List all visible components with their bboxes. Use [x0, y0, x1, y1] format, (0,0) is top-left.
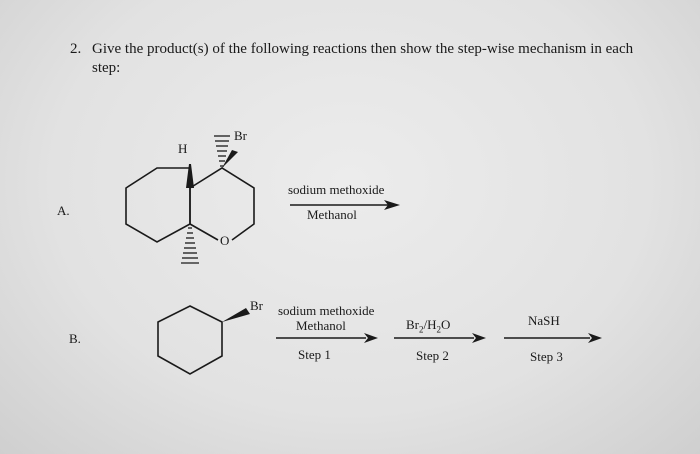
part-b-label: B. [69, 331, 81, 346]
step2-sub2: 2 [436, 324, 442, 335]
ring-o-bond [189, 223, 219, 241]
atom-br-b: Br [250, 298, 263, 313]
br-wedge [222, 150, 238, 168]
step2-sub1: 2 [419, 324, 424, 335]
step2-br: Br [406, 317, 419, 332]
step2-end: O [441, 317, 451, 332]
reagent-a-below: Methanol [307, 207, 357, 222]
atom-br-a: Br [234, 128, 247, 143]
arrow-step1-head [364, 333, 378, 343]
h-wedge [186, 164, 194, 188]
part-a-label: A. [57, 203, 70, 218]
left-ring [125, 167, 191, 243]
arrow-a-head [384, 200, 400, 210]
question-text: Give the product(s) of the following rea… [92, 41, 634, 76]
bicyclic-molecule [125, 167, 255, 243]
step3-reagent: NaSH [528, 313, 560, 328]
step1-label: Step 1 [298, 347, 331, 362]
br-wedge-b [222, 308, 250, 322]
arrow-step2-head [472, 333, 486, 343]
hashed-bond-top [214, 135, 230, 167]
step3-label: Step 3 [530, 349, 563, 364]
cyclohexane-ring [157, 305, 223, 375]
step1-solvent: Methanol [296, 318, 346, 333]
arrow-step3-head [588, 333, 602, 343]
reagent-a-above: sodium methoxide [288, 182, 385, 197]
step2-label: Step 2 [416, 348, 449, 363]
question-number: 2. [70, 41, 82, 57]
atom-o: O [220, 233, 230, 248]
hashed-bond-bottom [181, 227, 199, 264]
right-ring [189, 167, 255, 241]
step1-reagent: sodium methoxide [278, 303, 375, 318]
step2-mid: /H [423, 317, 437, 332]
atom-h: H [178, 141, 188, 156]
step2-reagent: Br2/H2O [406, 317, 450, 335]
